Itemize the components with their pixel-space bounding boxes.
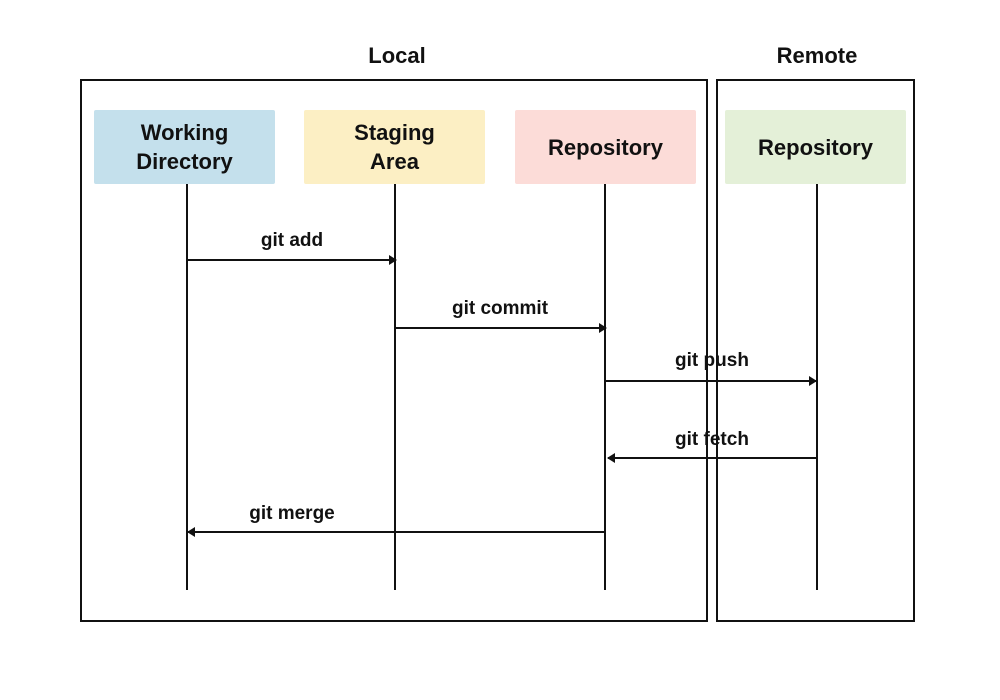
lifeline-local-repository: [604, 184, 606, 590]
arrowhead-icon: [389, 255, 397, 265]
participant-local-repository: Repository: [515, 110, 696, 184]
message-label-git-push: git push: [675, 350, 749, 371]
participant-remote-repository: Repository: [725, 110, 906, 184]
message-arrow-git-push: [606, 376, 817, 386]
message-arrow-git-commit: [396, 323, 607, 333]
message-label-git-add: git add: [260, 230, 324, 251]
message-label-git-fetch: git fetch: [675, 429, 749, 450]
arrowhead-icon: [809, 376, 817, 386]
participant-working-directory: Working Directory: [94, 110, 275, 184]
remote-group-box: [716, 79, 915, 622]
message-label-git-merge: git merge: [249, 503, 335, 524]
message-arrow-git-merge: [187, 527, 606, 537]
arrowhead-icon: [187, 527, 195, 537]
lifeline-working-directory: [186, 184, 188, 590]
participant-staging-area: Staging Area: [304, 110, 485, 184]
local-group-title: Local: [368, 43, 426, 68]
local-group-box: [80, 79, 708, 622]
arrowhead-icon: [599, 323, 607, 333]
lifeline-remote-repository: [816, 184, 818, 590]
arrowhead-icon: [607, 453, 615, 463]
lifeline-staging-area: [394, 184, 396, 590]
message-arrow-git-fetch: [607, 453, 818, 463]
message-arrow-git-add: [188, 255, 397, 265]
remote-group-title: Remote: [776, 43, 858, 68]
message-label-git-commit: git commit: [451, 298, 549, 319]
